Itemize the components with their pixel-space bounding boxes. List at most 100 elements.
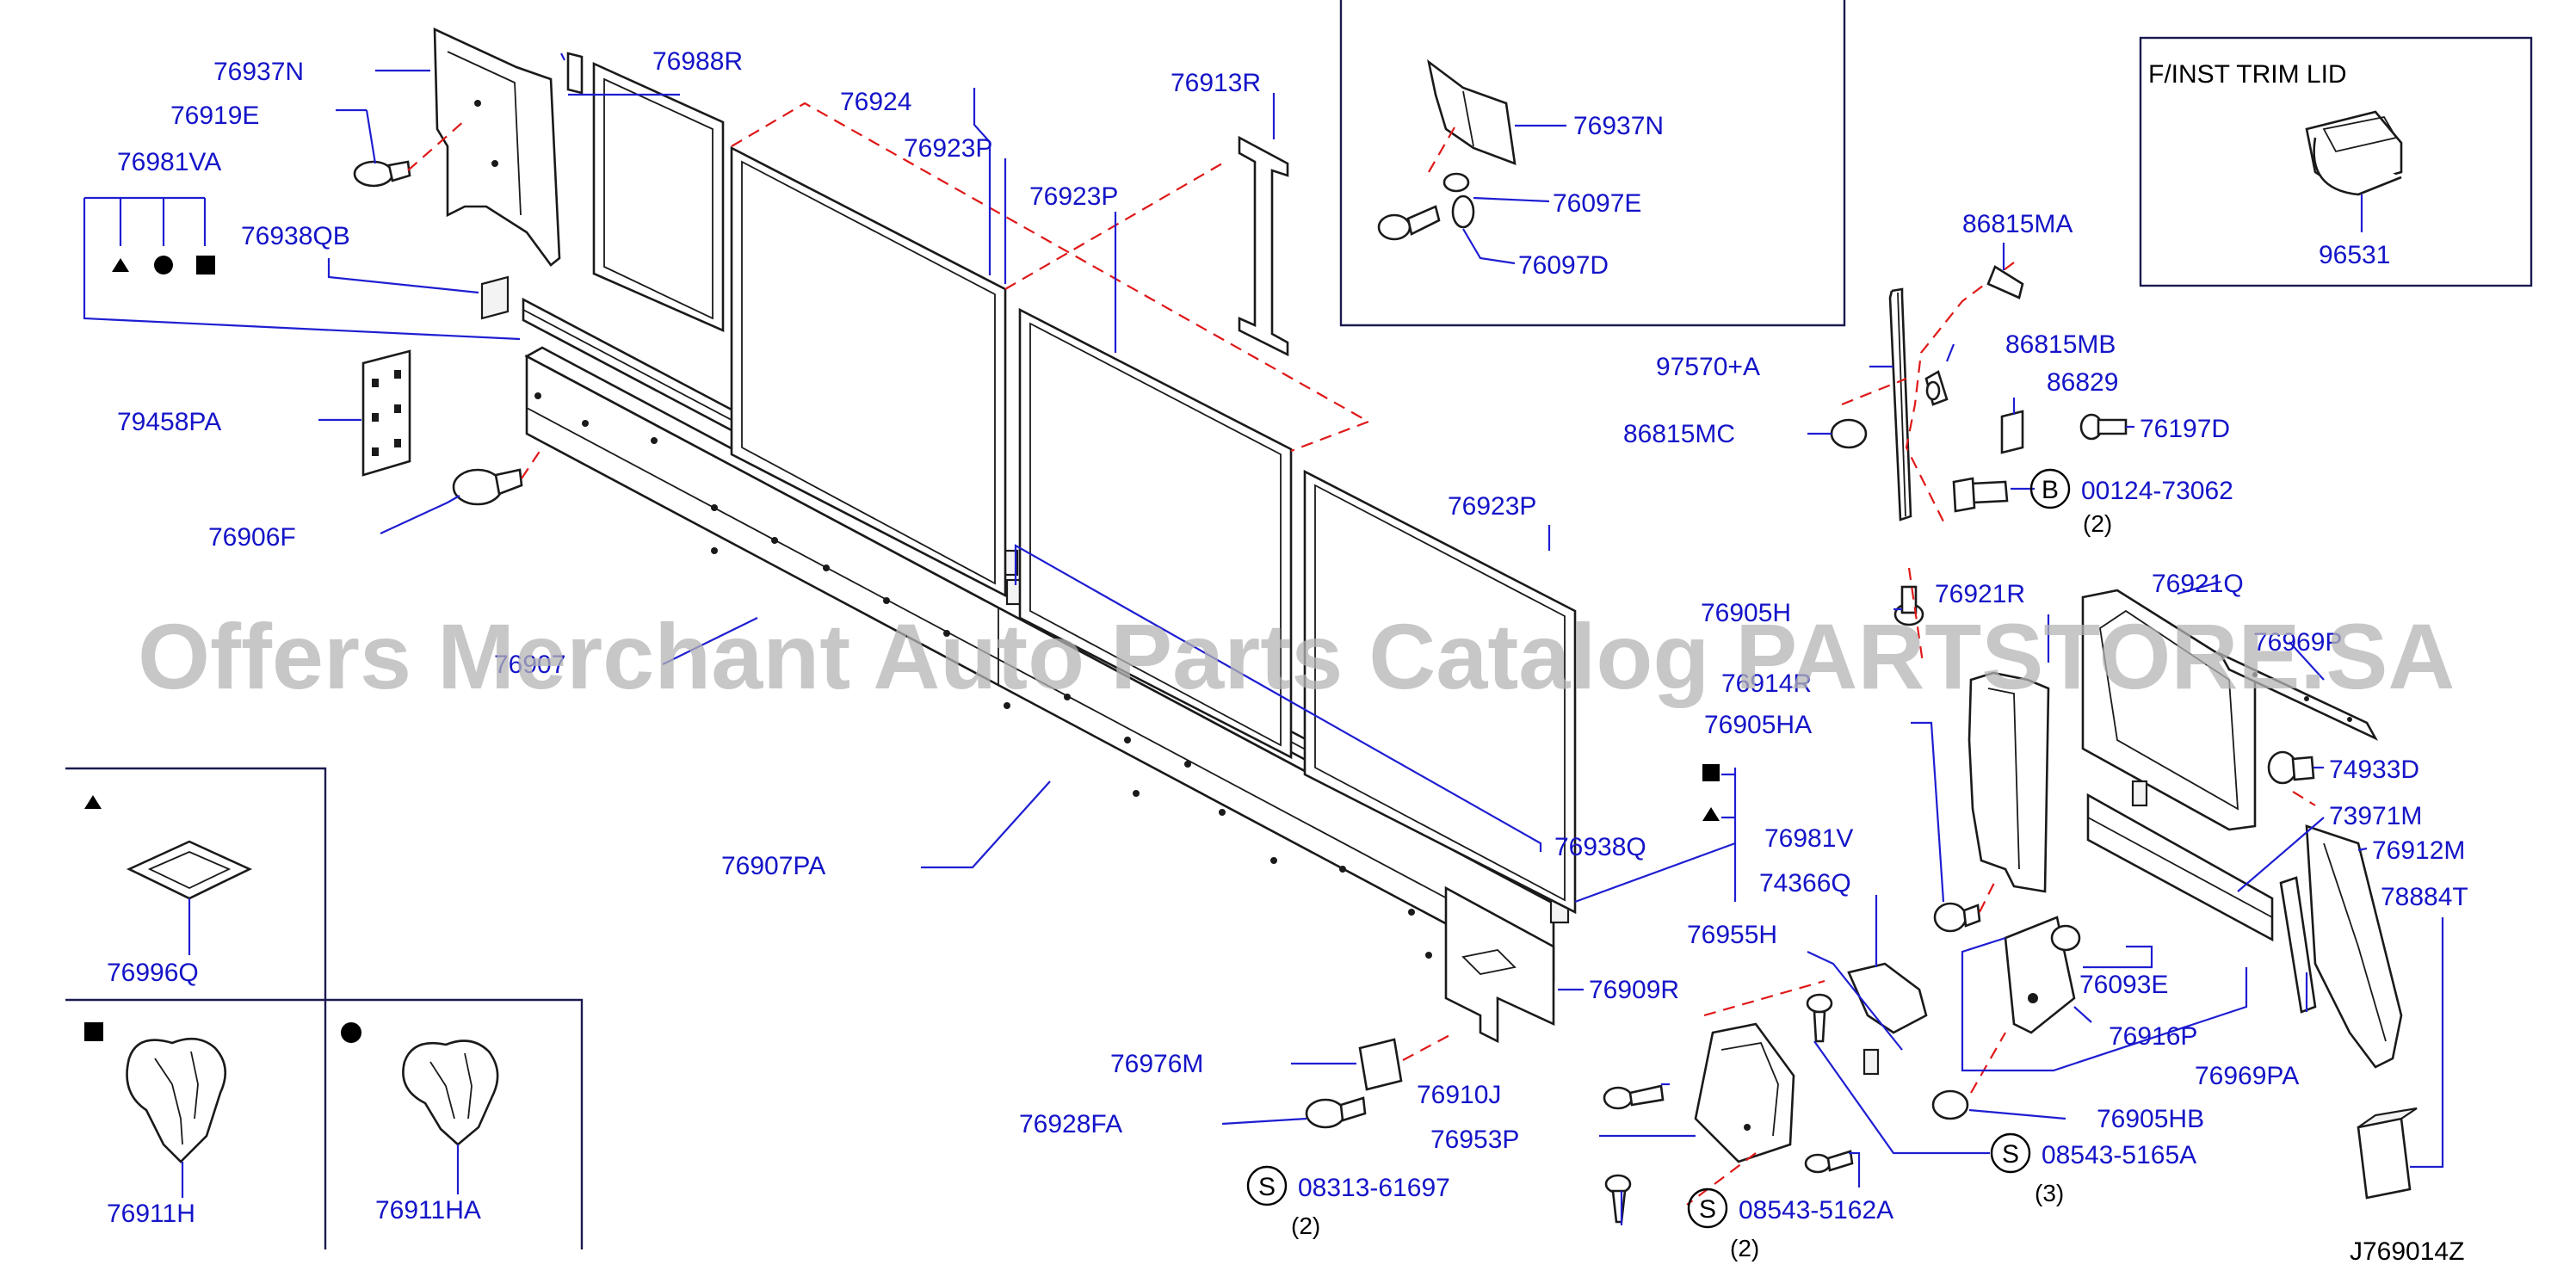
diagram-code: J769014Z (2350, 1237, 2464, 1266)
bolt-00124 (1952, 477, 2009, 513)
label-76913r[interactable]: 76913R (1171, 69, 1261, 97)
inset-box-square-circle (65, 998, 584, 1249)
pillar-trim-76912m (2305, 824, 2403, 1069)
label-76906f[interactable]: 76906F (208, 523, 296, 552)
clip-76197d (2079, 413, 2128, 441)
label-76909r[interactable]: 76909R (1589, 976, 1679, 1004)
pushpin-76919e (353, 160, 411, 188)
label-76928fa[interactable]: 76928FA (1019, 1110, 1122, 1138)
label-76907-partial[interactable]: 76907 (494, 651, 565, 679)
circle-marker-icon (154, 256, 173, 275)
label-76923p-b[interactable]: 76923P (1029, 182, 1118, 211)
label-76921r[interactable]: 76921R (1935, 580, 2025, 608)
label-76097e[interactable]: 76097E (1553, 189, 1641, 218)
trim-lid-96531 (2305, 110, 2403, 196)
label-76996q[interactable]: 76996Q (107, 959, 199, 987)
label-76905ha[interactable]: 76905HA (1704, 711, 1812, 739)
plate-76976m (1358, 1038, 1403, 1091)
label-76969pa[interactable]: 76969PA (2195, 1062, 2299, 1090)
label-76905h[interactable]: 76905H (1701, 599, 1791, 627)
label-76919e[interactable]: 76919E (170, 102, 259, 130)
clip-86815mc (1830, 418, 1868, 449)
inset-box-triangle (65, 767, 327, 1000)
label-86815mc[interactable]: 86815MC (1623, 420, 1735, 448)
strip-76969p (2217, 651, 2379, 741)
label-00124[interactable]: 00124-73062 (2081, 477, 2233, 505)
label-76938qb[interactable]: 76938QB (241, 222, 350, 250)
label-76905hb[interactable]: 76905HB (2097, 1105, 2204, 1133)
s-marker-letter-1: S (1258, 1173, 1276, 1201)
label-86815ma[interactable]: 86815MA (1962, 210, 2073, 238)
screw-08313 (1604, 1174, 1632, 1224)
window-76924 (592, 61, 725, 332)
watermark-text: Offers Merchant Auto Parts Catalog PARTS… (138, 604, 2455, 708)
leader-lines (83, 52, 2444, 1225)
label-74366q[interactable]: 74366Q (1759, 869, 1851, 898)
label-76093e[interactable]: 76093E (2079, 971, 2168, 999)
inset-box-trim-lid (2139, 36, 2533, 287)
qty-00124: (2) (2083, 510, 2112, 537)
screw-08543-5165a (1806, 993, 1833, 1043)
label-76938q[interactable]: 76938Q (1554, 833, 1646, 861)
label-76924[interactable]: 76924 (840, 88, 911, 116)
label-78884t[interactable]: 78884T (2381, 883, 2468, 911)
label-76912m[interactable]: 76912M (2372, 836, 2465, 865)
symbol-marks (84, 256, 2071, 1229)
pushpin-76906f (452, 468, 523, 506)
label-76911ha[interactable]: 76911HA (375, 1196, 481, 1225)
clip-76988r (566, 52, 584, 95)
inset-box-fasteners (1339, 0, 1846, 327)
label-08543-5162a[interactable]: 08543-5162A (1739, 1196, 1893, 1225)
label-76911h[interactable]: 76911H (107, 1200, 195, 1228)
pushpin-76905hb (1931, 1089, 1969, 1120)
b-marker-letter: B (2042, 476, 2059, 504)
label-74933d[interactable]: 74933D (2329, 756, 2419, 784)
label-08543-5165a[interactable]: 08543-5165A (2042, 1141, 2196, 1169)
label-76988r[interactable]: 76988R (652, 47, 743, 76)
triangle-marker-icon (112, 258, 129, 272)
bracket-76955h (1847, 962, 1928, 1076)
label-96531[interactable]: 96531 (2319, 241, 2390, 269)
pad-76996q (126, 840, 253, 900)
window-76923p-a (730, 145, 1007, 598)
label-76937n[interactable]: 76937N (213, 58, 304, 86)
label-76981va[interactable]: 76981VA (117, 148, 221, 176)
label-76197d[interactable]: 76197D (2140, 415, 2230, 443)
label-76937n-inset[interactable]: 76937N (1573, 112, 1664, 140)
label-76921q[interactable]: 76921Q (2152, 570, 2244, 598)
label-73971m[interactable]: 73971M (2329, 802, 2422, 830)
clip-86815mb (1924, 370, 1949, 406)
label-97570a[interactable]: 97570+A (1656, 353, 1760, 381)
label-76916p[interactable]: 76916P (2109, 1022, 2197, 1051)
label-76981v[interactable]: 76981V (1764, 824, 1853, 853)
label-08313[interactable]: 08313-61697 (1298, 1174, 1450, 1202)
label-76914r[interactable]: 76914R (1721, 669, 1812, 698)
quarter-window-76921q (2081, 589, 2257, 831)
label-76953p[interactable]: 76953P (1430, 1126, 1519, 1154)
label-86829[interactable]: 86829 (2047, 368, 2118, 397)
label-76955h[interactable]: 76955H (1687, 921, 1777, 949)
window-76923p-b (1018, 307, 1293, 760)
label-76969p[interactable]: 76969P (2253, 628, 2342, 657)
pillar-trim-76921r (1968, 671, 2050, 893)
block-78884t (2357, 1107, 2418, 1200)
screw-76097d (1377, 205, 1441, 241)
clip-86829 (2000, 410, 2024, 454)
triangle-marker-icon-3 (84, 795, 102, 809)
label-86815mb[interactable]: 86815MB (2005, 330, 2116, 359)
label-76923p-a[interactable]: 76923P (904, 134, 992, 163)
label-76097d[interactable]: 76097D (1518, 251, 1609, 280)
label-79458pa[interactable]: 79458PA (117, 408, 221, 436)
label-76910j[interactable]: 76910J (1417, 1081, 1501, 1109)
s-marker-letter-2: S (1699, 1195, 1716, 1224)
corner-trim-76937n (433, 27, 561, 267)
bracket-76953p (1694, 1022, 1795, 1163)
label-76976m[interactable]: 76976M (1110, 1050, 1203, 1078)
qty-08313: (2) (1291, 1212, 1320, 1239)
label-76923p-c[interactable]: 76923P (1448, 492, 1536, 521)
screw-76910j (1603, 1084, 1665, 1110)
seal-strip-76913r (1238, 135, 1289, 357)
pushpin-76093e (2050, 924, 2081, 952)
label-76907pa[interactable]: 76907PA (721, 852, 825, 880)
